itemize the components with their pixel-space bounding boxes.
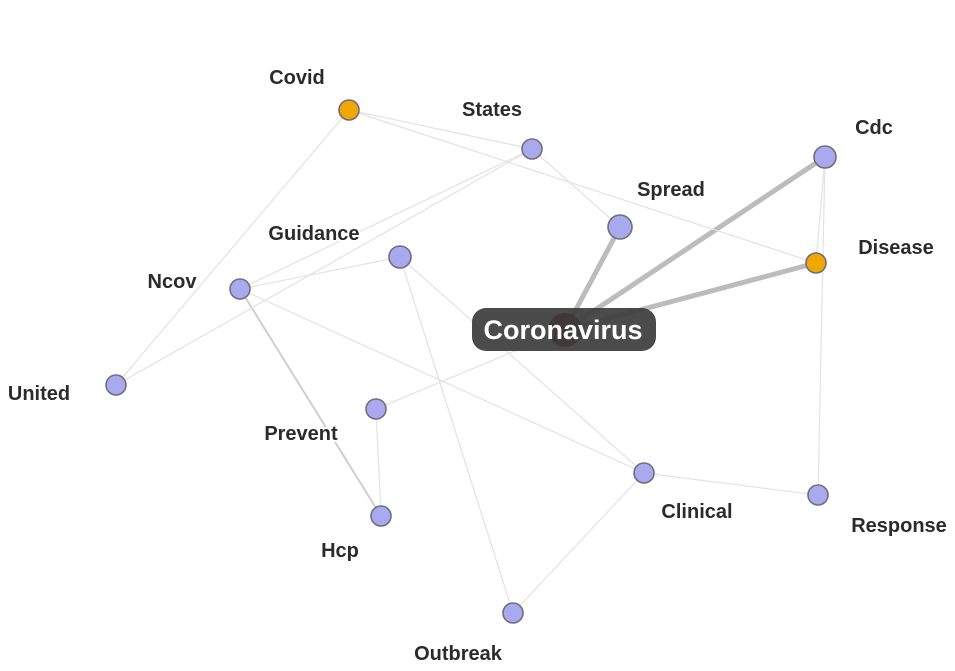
edges-layer (115, 109, 828, 614)
edge-states-ncov (239, 148, 533, 290)
edge-states-spread (531, 148, 621, 228)
node-disease[interactable] (805, 252, 827, 274)
node-label-guidance[interactable]: Guidance (268, 223, 359, 245)
edge-clinical-outbreak (512, 472, 645, 614)
edge-united-states (115, 148, 533, 386)
node-label-halo-disease: Disease (858, 237, 934, 259)
edge-prevent-hcp (375, 408, 382, 517)
edge-covid-united (115, 109, 350, 386)
node-cdc[interactable] (813, 145, 837, 169)
node-ncov[interactable] (229, 278, 251, 300)
node-label-response[interactable]: Response (851, 515, 947, 537)
nodes-layer (105, 99, 837, 624)
node-label-halo-response: Response (851, 515, 947, 537)
node-label-halo-cdc: Cdc (855, 117, 893, 139)
node-label-halo-hcp: Hcp (321, 540, 359, 562)
edge-ncov-clinical (239, 288, 645, 474)
node-label-halo-outbreak: Outbreak (414, 643, 503, 665)
node-outbreak[interactable] (502, 602, 524, 624)
node-label-states[interactable]: States (462, 99, 522, 121)
center-node-label[interactable]: Coronavirus (483, 315, 642, 345)
node-label-halo-clinical: Clinical (661, 501, 732, 523)
node-label-outbreak[interactable]: Outbreak (414, 643, 503, 665)
node-states[interactable] (521, 138, 543, 160)
edge-clinical-response (643, 472, 819, 496)
center-label-layer: Coronavirus (472, 308, 656, 351)
edge-ncov-hcp (239, 288, 382, 517)
node-label-halo-united: United (8, 383, 70, 405)
node-label-disease[interactable]: Disease (858, 237, 934, 259)
edge-cdc-disease (815, 156, 826, 264)
node-label-halo-covid: Covid (269, 67, 325, 89)
node-label-halo-guidance: Guidance (268, 223, 359, 245)
node-hcp[interactable] (370, 505, 392, 527)
node-label-united[interactable]: United (8, 383, 70, 405)
labels-layer: CovidCovidStatesStatesCdcCdcSpreadSpread… (6, 65, 949, 667)
edge-covid-states (348, 109, 533, 150)
node-label-covid[interactable]: Covid (269, 67, 325, 89)
edge-coronavirus-cdc (562, 154, 828, 333)
node-spread[interactable] (607, 214, 633, 240)
node-label-prevent[interactable]: Prevent (264, 423, 338, 445)
edge-covid-disease (348, 109, 817, 264)
node-label-hcp[interactable]: Hcp (321, 540, 359, 562)
node-label-spread[interactable]: Spread (637, 179, 705, 201)
node-response[interactable] (807, 484, 829, 506)
node-label-halo-ncov: Ncov (148, 271, 198, 293)
node-prevent[interactable] (365, 398, 387, 420)
edge-cdc-response (817, 156, 826, 496)
center-label-pill (472, 308, 656, 351)
node-label-halo-states: States (462, 99, 522, 121)
node-clinical[interactable] (633, 462, 655, 484)
edge-ncov-guidance (239, 256, 401, 290)
node-covid[interactable] (338, 99, 360, 121)
edge-guidance-clinical (399, 256, 645, 474)
node-label-halo-prevent: Prevent (264, 423, 338, 445)
node-label-ncov[interactable]: Ncov (148, 271, 198, 293)
node-label-halo-spread: Spread (637, 179, 705, 201)
node-united[interactable] (105, 374, 127, 396)
node-label-cdc[interactable]: Cdc (855, 117, 893, 139)
node-label-clinical[interactable]: Clinical (661, 501, 732, 523)
node-guidance[interactable] (388, 245, 412, 269)
edge-guidance-outbreak (399, 256, 514, 614)
